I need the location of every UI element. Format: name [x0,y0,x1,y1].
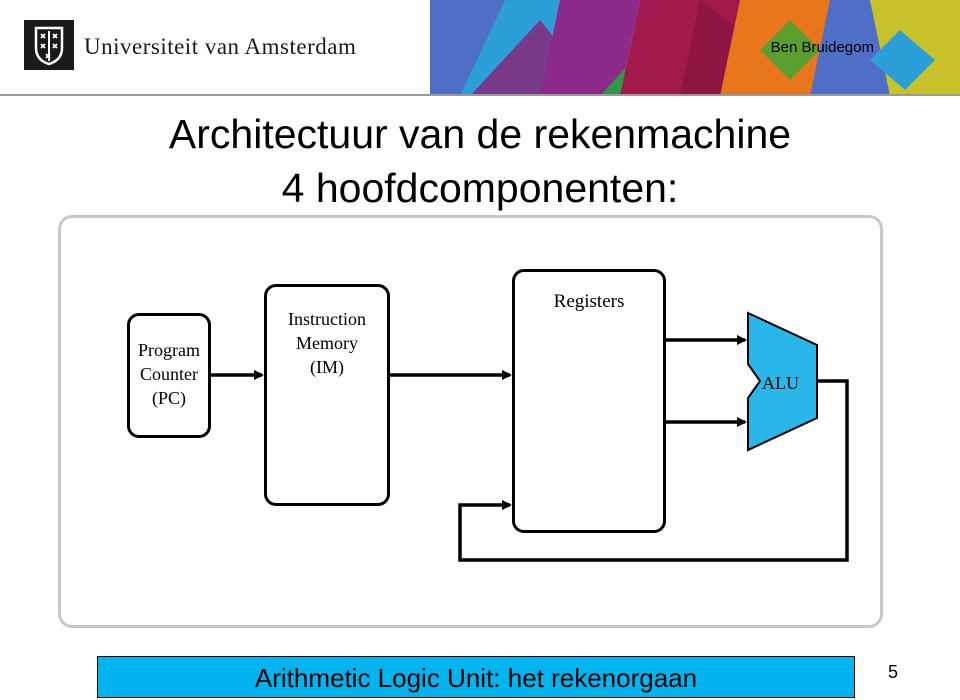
header-banner: Universiteit van Amsterdam Ben Bruidegom [0,0,960,96]
diagram-frame [58,215,883,628]
header-decoration [0,0,960,96]
author-name: Ben Bruidegom [770,39,874,56]
arrow-alu-feedback-to-registers [458,379,849,562]
program-counter-box: Program Counter (PC) [127,313,211,438]
instruction-memory-box: Instruction Memory (IM) [264,284,390,506]
logo-emblem-icon [34,26,64,66]
im-label-line1: Instruction [288,309,366,329]
slide-title-line1: Architectuur van de rekenmachine [168,111,792,157]
alu-label: ALU [762,373,799,393]
pc-label-line1: Program [138,340,200,360]
registers-label: Registers [553,291,625,312]
header-divider [0,94,960,96]
pc-label-line3: (PC) [151,388,186,408]
alu-shape [747,311,818,452]
slide-title-line2: 4 hoofdcomponenten: [281,165,679,211]
registers-box: Registers [512,269,666,533]
im-label-line2: Memory [296,333,358,353]
pc-label-line2: Counter [140,364,198,384]
page-number: 5 [888,662,899,682]
university-logo [24,20,74,70]
university-name: Universiteit van Amsterdam [84,34,357,59]
caption-box: Arithmetic Logic Unit: het rekenorgaan [97,656,855,698]
im-label-line3: (IM) [310,357,344,377]
